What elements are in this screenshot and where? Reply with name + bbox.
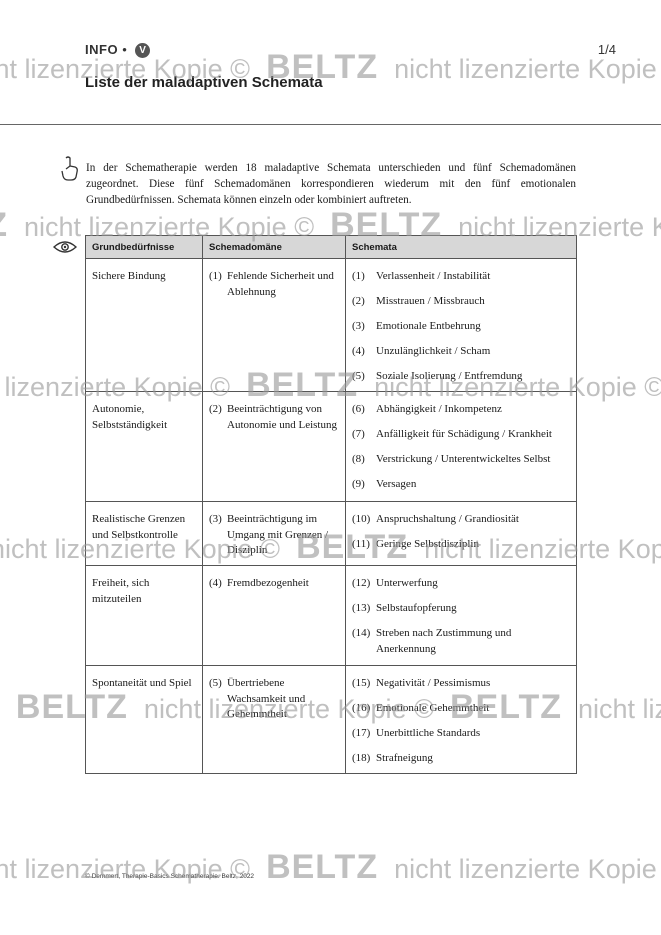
domain-cell: (5) Übertriebene Wachsamkeit und Gehemmth…: [202, 665, 346, 774]
copyright-footer: © Demmert, Therapie-Basics Schematherapi…: [85, 873, 255, 880]
domain-cell: (3) Beeinträchtigung im Umgang mit Grenze…: [202, 501, 346, 566]
list-item: (15)Negativität / Pessimismus: [352, 677, 491, 689]
domain-name: Beeinträchtigung von Autonomie und Leist…: [227, 403, 337, 431]
list-item: (14)Streben nach Zustimmung und Anerkenn…: [352, 627, 512, 655]
table-header-row: Grundbedürfnisse Schemadomäne Schemata: [85, 235, 577, 259]
schemas-cell: (12)Unterwerfung (13)Selbstaufopferung (…: [345, 565, 577, 666]
domain-number: (1): [209, 270, 222, 282]
page-number: 1/4: [597, 42, 616, 57]
header-divider: [0, 124, 661, 125]
list-item: (4)Unzulänglichkeit / Scham: [352, 345, 491, 357]
domain-name: Fehlende Sicherheit und Ablehnung: [227, 270, 334, 298]
table-row: Freiheit, sich mitzuteilen (4) Fremdbezog…: [85, 565, 577, 666]
list-item: (7)Anfälligkeit für Schädigung / Krankhe…: [352, 428, 552, 440]
intro-text: In der Schematherapie werden 18 maladapt…: [86, 162, 576, 206]
table-row: Sichere Bindung (1) Fehlende Sicherheit u…: [85, 258, 577, 392]
domain-number: (5): [209, 677, 222, 689]
schemas-cell: (1)Verlassenheit / Instabilität (2)Misst…: [345, 258, 577, 392]
column-header-schemas: Schemata: [345, 235, 577, 259]
list-item: (2)Misstrauen / Missbrauch: [352, 295, 485, 307]
table-row: Spontaneität und Spiel (5) Übertriebene W…: [85, 665, 577, 774]
list-item: (13)Selbstaufopferung: [352, 602, 457, 614]
page-title: Liste der maladaptiven Schemata: [85, 74, 323, 91]
eye-icon: [53, 241, 77, 253]
list-item: (8)Verstrickung / Unterentwickeltes Selb…: [352, 453, 551, 465]
list-item: (3)Emotionale Entbehrung: [352, 320, 481, 332]
domain-cell: (2) Beeinträchtigung von Autonomie und Le…: [202, 391, 346, 502]
hand-pointer-icon: [61, 156, 78, 181]
domain-name: Beeinträchtigung im Umgang mit Grenzen /…: [227, 513, 329, 556]
list-item: (17)Unerbittliche Standards: [352, 727, 481, 739]
domain-name: Fremdbezogenheit: [227, 577, 309, 589]
column-header-needs: Grundbedürfnisse: [85, 235, 203, 259]
column-header-domain: Schemadomäne: [202, 235, 346, 259]
domain-cell: (4) Fremdbezogenheit: [202, 565, 346, 666]
domain-number: (4): [209, 577, 222, 589]
need-cell: Autonomie, Selbstständigkeit: [85, 391, 203, 502]
schema-table: Grundbedürfnisse Schemadomäne Schemata S…: [85, 235, 577, 774]
need-cell: Sichere Bindung: [85, 258, 203, 392]
domain-cell: (1) Fehlende Sicherheit und Ablehnung: [202, 258, 346, 392]
table-row: Autonomie, Selbstständigkeit (2) Beeinträ…: [85, 391, 577, 502]
list-item: (10)Anspruchshaltung / Grandiosität: [352, 513, 519, 525]
need-cell: Realistische Grenzen und Selbstkontrolle: [85, 501, 203, 566]
section-label: INFO • V: [85, 42, 151, 58]
list-item: (16)Emotionale Gehemmtheit: [352, 702, 490, 714]
list-item: (12)Unterwerfung: [352, 577, 438, 589]
list-item: (6)Abhängigkeit / Inkompetenz: [352, 403, 502, 415]
domain-name: Übertriebene Wachsamkeit und Gehemmtheit: [227, 677, 306, 720]
domain-number: (3): [209, 513, 222, 525]
table-row: Realistische Grenzen und Selbstkontrolle…: [85, 501, 577, 566]
list-item: (1)Verlassenheit / Instabilität: [352, 270, 491, 282]
schemas-cell: (15)Negativität / Pessimismus (16)Emotio…: [345, 665, 577, 774]
domain-number: (2): [209, 403, 222, 415]
list-item: (18)Strafneigung: [352, 752, 433, 764]
need-cell: Freiheit, sich mitzuteilen: [85, 565, 203, 666]
version-badge: V: [135, 43, 151, 58]
list-item: (5)Soziale Isolierung / Entfremdung: [352, 370, 523, 382]
list-item: (11)Geringe Selbstdisziplin: [352, 538, 479, 550]
schemas-cell: (6)Abhängigkeit / Inkompetenz (7)Anfälli…: [345, 391, 577, 502]
schemas-cell: (10)Anspruchshaltung / Grandiosität (11)…: [345, 501, 577, 566]
list-item: (9)Versagen: [352, 478, 417, 490]
need-cell: Spontaneität und Spiel: [85, 665, 203, 774]
